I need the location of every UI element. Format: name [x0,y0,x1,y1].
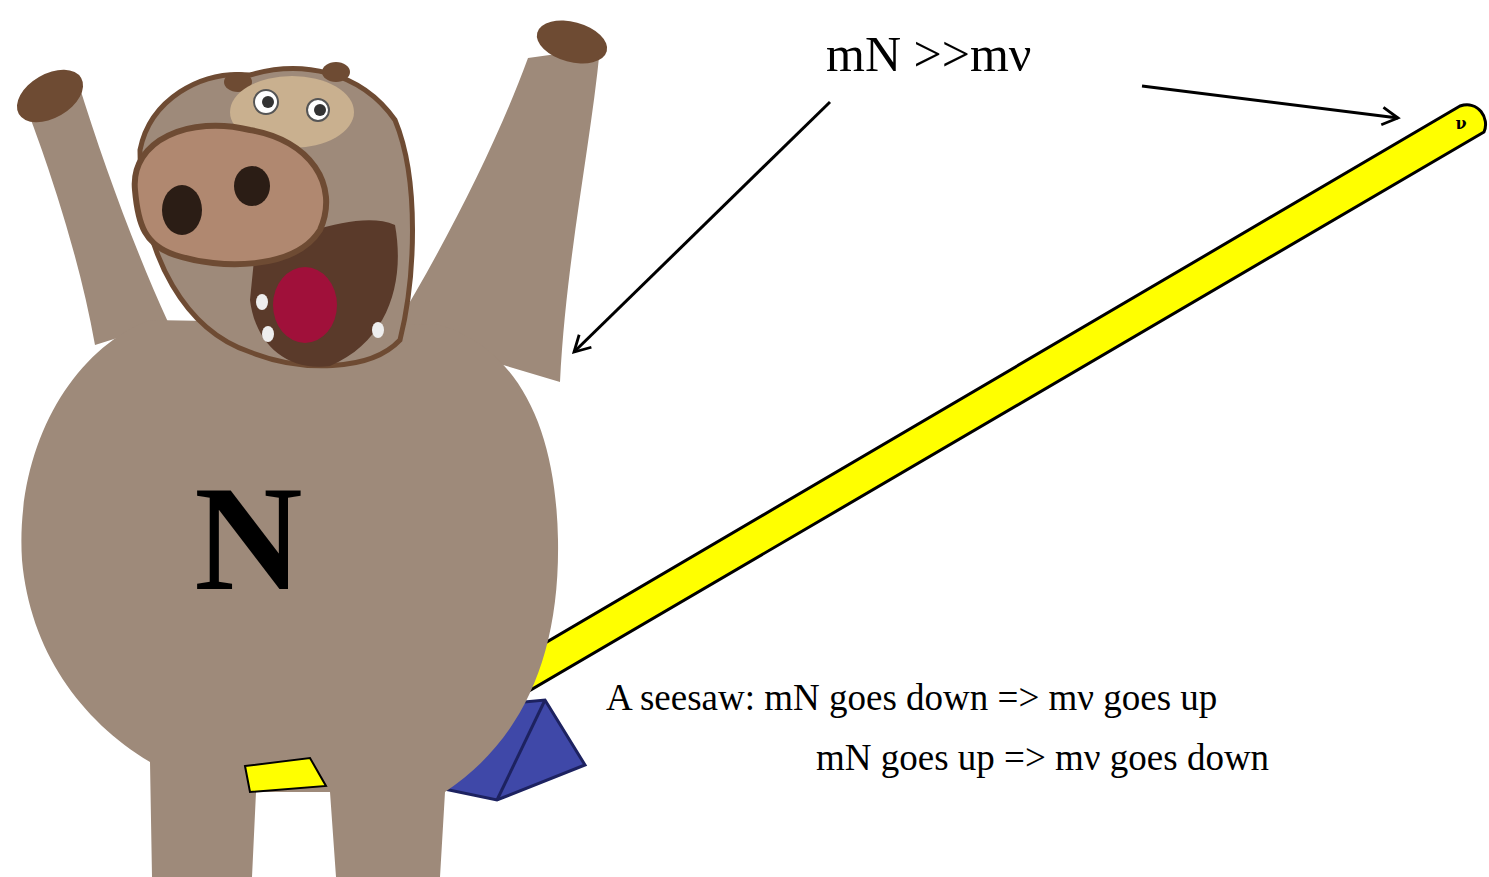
hippo-pupil [262,96,274,108]
leader-arrow [1142,86,1398,118]
hippo [8,13,612,877]
hippo-eye [254,90,278,114]
plank-end-node: ν [1454,115,1468,133]
hippo-body [21,320,558,877]
hippo-eye [307,99,329,121]
hippo-nostril [162,185,202,235]
hippo-tooth [256,294,268,310]
hippo-snout [135,126,326,265]
seesaw-note: mN goes up => mν goes down [816,736,1269,780]
leader-arrow [574,102,830,352]
mass-relation: mN >>mν [826,24,1031,84]
hippo-tongue [273,267,337,343]
hippo-pupil [314,104,326,116]
plank-end [245,758,326,792]
hippo-node: N [188,457,309,619]
seesaw-note: A seesaw: mN goes down => mν goes up [606,676,1217,720]
hippo-tooth [372,322,384,338]
hippo-ear [322,62,350,82]
hippo-tooth [262,326,274,342]
hippo-left-hand [8,59,92,133]
node-text: N [194,463,302,613]
node-text: ν [1455,116,1466,132]
hippo-nostril [234,166,270,206]
hippo-right-hand [532,13,612,70]
seesaw-plank [482,105,1486,708]
